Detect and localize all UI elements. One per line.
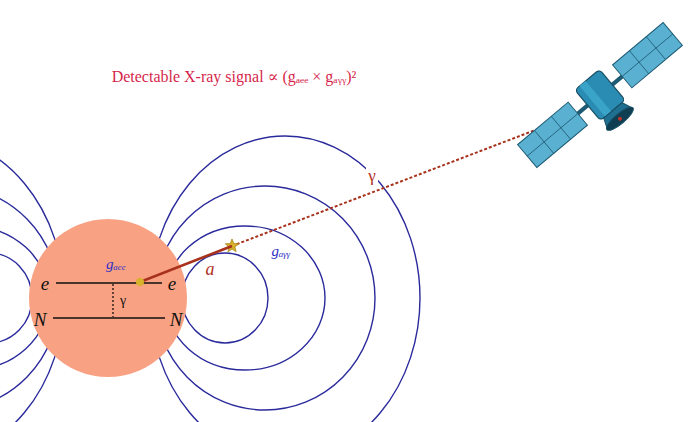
photon-label: γ [120, 293, 126, 308]
signal-note: Detectable X-ray signal ∝ (gₐₑₑ × gₐᵧᵧ)² [112, 68, 357, 86]
nucleon-label: N [34, 310, 47, 331]
interaction-diagram [29, 219, 187, 377]
electron-label: e [41, 274, 49, 295]
neutron-star: gₐₑₑ e e γN N [29, 219, 187, 377]
axion-label: a [204, 260, 217, 280]
satellite [514, 19, 688, 184]
nucleon-label: N [170, 310, 183, 331]
photon-label: γ [366, 167, 378, 186]
photon-path [232, 116, 572, 246]
electron-label: e [168, 274, 176, 295]
field-lines [0, 136, 420, 422]
coupling-label: gₐᵧᵧ [270, 243, 293, 260]
coupling-label: gₐₑₑ [106, 256, 126, 273]
